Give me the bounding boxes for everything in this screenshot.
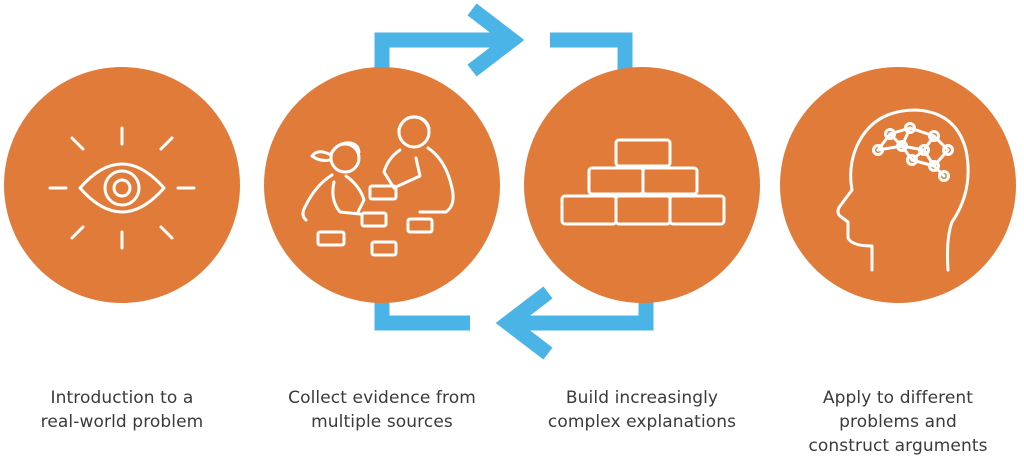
step-label-2-line-2: multiple sources <box>311 412 453 432</box>
step-label-4: Apply to different problems and construc… <box>768 386 1024 458</box>
step-label-2-line-1: Collect evidence from <box>288 388 476 408</box>
step-label-3-line-1: Build increasingly <box>565 388 719 408</box>
brick-pyramid-icon <box>560 138 726 226</box>
step-label-1-line-2: real-world problem <box>40 412 204 432</box>
step-label-4-line-1: Apply to different <box>822 388 974 408</box>
step-label-3-line-2: complex explanations <box>547 412 737 432</box>
step-circle-4 <box>780 67 1016 303</box>
children-building-blocks-icon <box>301 115 455 257</box>
eye-icon <box>48 126 196 250</box>
step-label-1-line-1: Introduction to a <box>50 388 194 408</box>
step-label-2: Collect evidence from multiple sources <box>252 386 512 434</box>
step-label-4-line-2: problems and <box>839 412 957 432</box>
step-circle-1 <box>4 67 240 303</box>
step-label-4-line-3: construct arguments <box>808 436 988 456</box>
brain-network-head-icon <box>836 108 970 272</box>
step-label-3: Build increasingly complex explanations <box>512 386 772 434</box>
step-label-1: Introduction to a real-world problem <box>0 386 252 434</box>
